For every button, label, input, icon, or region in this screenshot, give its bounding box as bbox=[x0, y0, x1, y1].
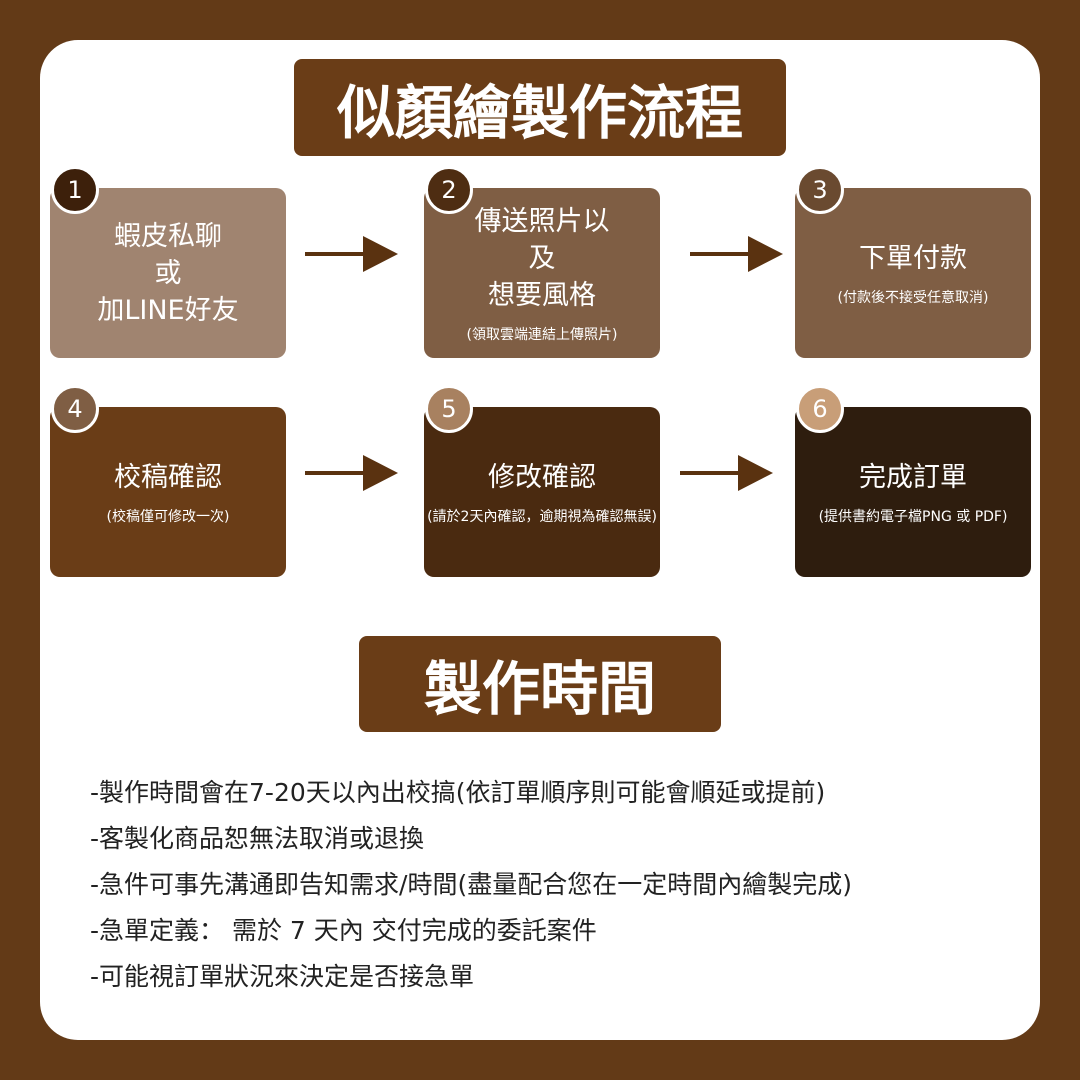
step-note: (付款後不接受任意取消) bbox=[837, 289, 989, 306]
page-title: 似顏繪製作流程 bbox=[294, 59, 786, 156]
arrow-right-icon bbox=[690, 236, 783, 272]
notes-list: -製作時間會在7-20天以內出校搞(依訂單順序則可能會順延或提前) -客製化商品… bbox=[90, 770, 852, 1000]
arrow-right-icon bbox=[680, 455, 773, 491]
time-title: 製作時間 bbox=[359, 636, 721, 732]
note-item: -急件可事先溝通即告知需求/時間(盡量配合您在一定時間內繪製完成) bbox=[90, 870, 852, 899]
step-label: 加LINE好友 bbox=[97, 294, 239, 326]
step-label: 傳送照片以 bbox=[474, 205, 610, 237]
step-number: 2 bbox=[425, 166, 473, 214]
step-label: 及 bbox=[528, 242, 556, 274]
step-note: (提供書約電子檔PNG 或 PDF) bbox=[818, 508, 1008, 525]
step-number: 3 bbox=[796, 166, 844, 214]
step-number: 4 bbox=[51, 385, 99, 433]
step-box-2: 傳送照片以及想要風格 (領取雲端連結上傳照片) bbox=[424, 188, 660, 358]
step-label: 想要風格 bbox=[488, 279, 596, 311]
step-number: 6 bbox=[796, 385, 844, 433]
step-label: 修改確認 bbox=[488, 461, 596, 493]
note-item: -可能視訂單狀況來決定是否接急單 bbox=[90, 962, 475, 991]
step-box-4: 校稿確認 (校稿僅可修改一次) bbox=[50, 407, 286, 577]
note-item: -客製化商品恕無法取消或退換 bbox=[90, 824, 425, 853]
note-item: -急單定義： 需於 7 天內 交付完成的委託案件 bbox=[90, 916, 597, 945]
step-box-6: 完成訂單 (提供書約電子檔PNG 或 PDF) bbox=[795, 407, 1031, 577]
step-number: 5 bbox=[425, 385, 473, 433]
step-box-3: 下單付款 (付款後不接受任意取消) bbox=[795, 188, 1031, 358]
arrow-right-icon bbox=[305, 455, 398, 491]
step-label: 或 bbox=[154, 257, 182, 289]
note-item: -製作時間會在7-20天以內出校搞(依訂單順序則可能會順延或提前) bbox=[90, 778, 826, 807]
step-box-1: 蝦皮私聊或加LINE好友 bbox=[50, 188, 286, 358]
step-note: (領取雲端連結上傳照片) bbox=[466, 326, 618, 343]
step-label: 校稿確認 bbox=[114, 461, 222, 493]
step-label: 完成訂單 bbox=[859, 461, 967, 493]
step-label: 下單付款 bbox=[859, 242, 967, 274]
arrow-right-icon bbox=[305, 236, 398, 272]
step-number: 1 bbox=[51, 166, 99, 214]
step-note: (校稿僅可修改一次) bbox=[106, 508, 230, 525]
step-label: 蝦皮私聊 bbox=[114, 220, 222, 252]
step-box-5: 修改確認 (請於2天內確認，逾期視為確認無誤) bbox=[424, 407, 660, 577]
step-note: (請於2天內確認，逾期視為確認無誤) bbox=[427, 508, 657, 525]
